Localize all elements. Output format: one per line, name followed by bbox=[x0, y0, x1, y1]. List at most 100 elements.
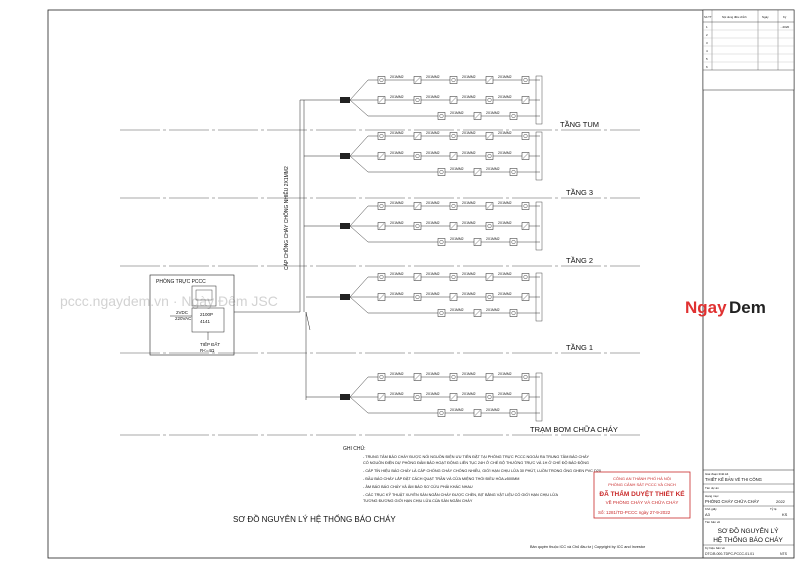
scale-label: Tỷ lệ bbox=[770, 507, 777, 511]
watermark: pccc.ngaydem.vn · Ngày Đêm JSC bbox=[60, 293, 278, 309]
device-symbol bbox=[521, 273, 530, 281]
cable-spec-label: 2X1MM2 bbox=[426, 151, 440, 155]
cable-spec-label: 2X1MM2 bbox=[426, 131, 440, 135]
control-room-title: PHÒNG TRỰC PCCC bbox=[156, 278, 206, 285]
stamp-line-1: CÔNG AN THÀNH PHỐ HÀ NỘI bbox=[613, 476, 671, 481]
cable-spec-label: 2X1MM2 bbox=[390, 131, 404, 135]
cable-spec-label: 2X1MM2 bbox=[486, 167, 500, 171]
junction-box bbox=[340, 223, 350, 229]
device-symbol bbox=[449, 202, 458, 210]
device-symbol bbox=[521, 373, 530, 381]
cable-spec-label: 2X1MM2 bbox=[486, 237, 500, 241]
junction-box bbox=[340, 153, 350, 159]
device-symbol bbox=[377, 202, 386, 210]
device-symbol bbox=[485, 152, 494, 160]
floor-branches: 2X1MM2 2X1MM2 2X1MM2 2X1MM2 2X1MM2 2X1MM2 2X1M… bbox=[340, 75, 543, 422]
device-symbol bbox=[449, 76, 458, 84]
ground-resistance: R<=4Ω bbox=[200, 348, 215, 353]
cable-spec-label: 2X1MM2 bbox=[426, 292, 440, 296]
scale-value: KS bbox=[782, 512, 788, 517]
device-symbol bbox=[377, 132, 386, 140]
device-symbol bbox=[413, 96, 422, 104]
brand-logo: Ngay Dem bbox=[685, 298, 766, 317]
note-line-4: - ĐẦU BÁO CHÁY LẮP ĐẶT CÁCH QUẠT TRẦN VÀ… bbox=[363, 476, 519, 481]
cable-spec-label: 2X1MM2 bbox=[498, 272, 512, 276]
drawing-title: SƠ ĐỒ NGUYÊN LÝ HỆ THỐNG BÁO CHÁY bbox=[233, 514, 396, 524]
control-room: PHÒNG TRỰC PCCC 2100P 4141 2VDC 220VAC T… bbox=[149, 274, 300, 356]
cable-spec-label: 2X1MM2 bbox=[426, 201, 440, 205]
panel-model-b: 4141 bbox=[200, 319, 211, 324]
cable-spec-label: 2X1MM2 bbox=[450, 408, 464, 412]
stage-value: THIẾT KẾ BẢN VẼ THI CÔNG bbox=[705, 477, 762, 482]
device-symbol bbox=[449, 373, 458, 381]
note-line-2: CÓ NGUỒN ĐIỆN DỰ PHÒNG ĐẢM BẢO HOẠT ĐỘNG… bbox=[363, 460, 589, 465]
rev-header-content: Nội dung điều chỉnh bbox=[722, 15, 747, 19]
panel-model-a: 2100P bbox=[200, 312, 213, 317]
device-symbol bbox=[485, 293, 494, 301]
voltage-dc: 2VDC bbox=[176, 310, 189, 315]
cable-spec-label: 2X1MM2 bbox=[390, 151, 404, 155]
note-line-6: - CÁC TRỤC KỸ THUẬT XUYÊN SÀN NGĂN CHÁY … bbox=[363, 492, 559, 497]
cable-spec-label: 2X1MM2 bbox=[498, 392, 512, 396]
cable-spec-label: 2X1MM2 bbox=[462, 131, 476, 135]
device-symbol bbox=[509, 112, 518, 120]
cable-spec-label: 2X1MM2 bbox=[486, 308, 500, 312]
sheet-name-line-1: SƠ ĐỒ NGUYÊN LÝ bbox=[718, 525, 780, 535]
rev-header-date: Ngày bbox=[762, 15, 769, 19]
device-symbol bbox=[437, 112, 446, 120]
device-symbol bbox=[521, 76, 530, 84]
approval-stamp: CÔNG AN THÀNH PHỐ HÀ NỘI PHÒNG CẢNH SÁT … bbox=[593, 471, 691, 519]
cable-spec-label: 2X1MM2 bbox=[450, 167, 464, 171]
paper-size-value: A3 bbox=[705, 512, 711, 517]
fire-alarm-panel bbox=[191, 285, 217, 307]
cable-spec-label: 2X1MM2 bbox=[462, 201, 476, 205]
rev-row-1: 1 bbox=[706, 25, 708, 29]
cable-spec-label: 2X1MM2 bbox=[486, 111, 500, 115]
cable-spec-label: 2X1MM2 bbox=[462, 372, 476, 376]
title-block: Số TT Nội dung điều chỉnh Ngày Ký 1 2 3 … bbox=[702, 9, 795, 556]
note-line-5: - ÂM BÁO BÁO CHÁY VÀ ÂM BÁO SƠ CỨU PHẢI … bbox=[363, 484, 473, 489]
device-symbol bbox=[509, 238, 518, 246]
revision-code: NTS bbox=[780, 552, 788, 556]
cable-spec-label: 2X1MM2 bbox=[450, 237, 464, 241]
cable-spec-label: 2X1MM2 bbox=[426, 392, 440, 396]
device-symbol bbox=[485, 222, 494, 230]
stamp-line-4: VỀ PHÒNG CHÁY VÀ CHỮA CHÁY bbox=[606, 499, 679, 505]
device-symbol bbox=[485, 393, 494, 401]
junction-box bbox=[340, 394, 350, 400]
device-symbol bbox=[437, 238, 446, 246]
cable-spec-label: 2X1MM2 bbox=[462, 272, 476, 276]
year-value: 2022 bbox=[776, 499, 786, 504]
floor-levels: TẦNG TUM TẦNG 3 TẦNG 2 TẦNG 1 TRẠM BƠM C… bbox=[120, 119, 640, 436]
cable-spec-label: 2X1MM2 bbox=[426, 75, 440, 79]
rev-row-5: 5 bbox=[706, 57, 708, 61]
device-symbol bbox=[509, 409, 518, 417]
device-symbol bbox=[521, 132, 530, 140]
project-label: Tên dự án bbox=[705, 486, 719, 490]
ground-label: TIẾP ĐẤT bbox=[200, 341, 220, 347]
cable-spec-label: 2X1MM2 bbox=[498, 292, 512, 296]
device-symbol bbox=[377, 273, 386, 281]
device-symbol bbox=[377, 76, 386, 84]
logo-part-2: Dem bbox=[729, 298, 766, 317]
cable-spec-label: 2X1MM2 bbox=[498, 131, 512, 135]
notes-heading: GHI CHÚ: bbox=[343, 445, 366, 452]
cable-spec-label: 2X1MM2 bbox=[450, 308, 464, 312]
stamp-line-3: ĐÃ THẨM DUYỆT THIẾT KẾ bbox=[599, 488, 685, 498]
device-symbol bbox=[521, 202, 530, 210]
paper-size-label: Khổ giấy bbox=[705, 507, 717, 511]
cable-spec-label: 2X1MM2 bbox=[498, 201, 512, 205]
cable-spec-label: 2X1MM2 bbox=[426, 95, 440, 99]
cable-spec-label: 2X1MM2 bbox=[462, 75, 476, 79]
cable-spec-label: 2X1MM2 bbox=[498, 372, 512, 376]
voltage-ac: 220VAC bbox=[175, 316, 192, 321]
device-symbol bbox=[377, 373, 386, 381]
stamp-line-2: PHÒNG CẢNH SÁT PCCC VÀ CNCH bbox=[608, 482, 676, 487]
outer-frame bbox=[47, 9, 795, 559]
device-symbol bbox=[485, 96, 494, 104]
copyright-line: Bản quyền thuộc ICC và Chủ đầu tư | Copy… bbox=[530, 545, 646, 549]
